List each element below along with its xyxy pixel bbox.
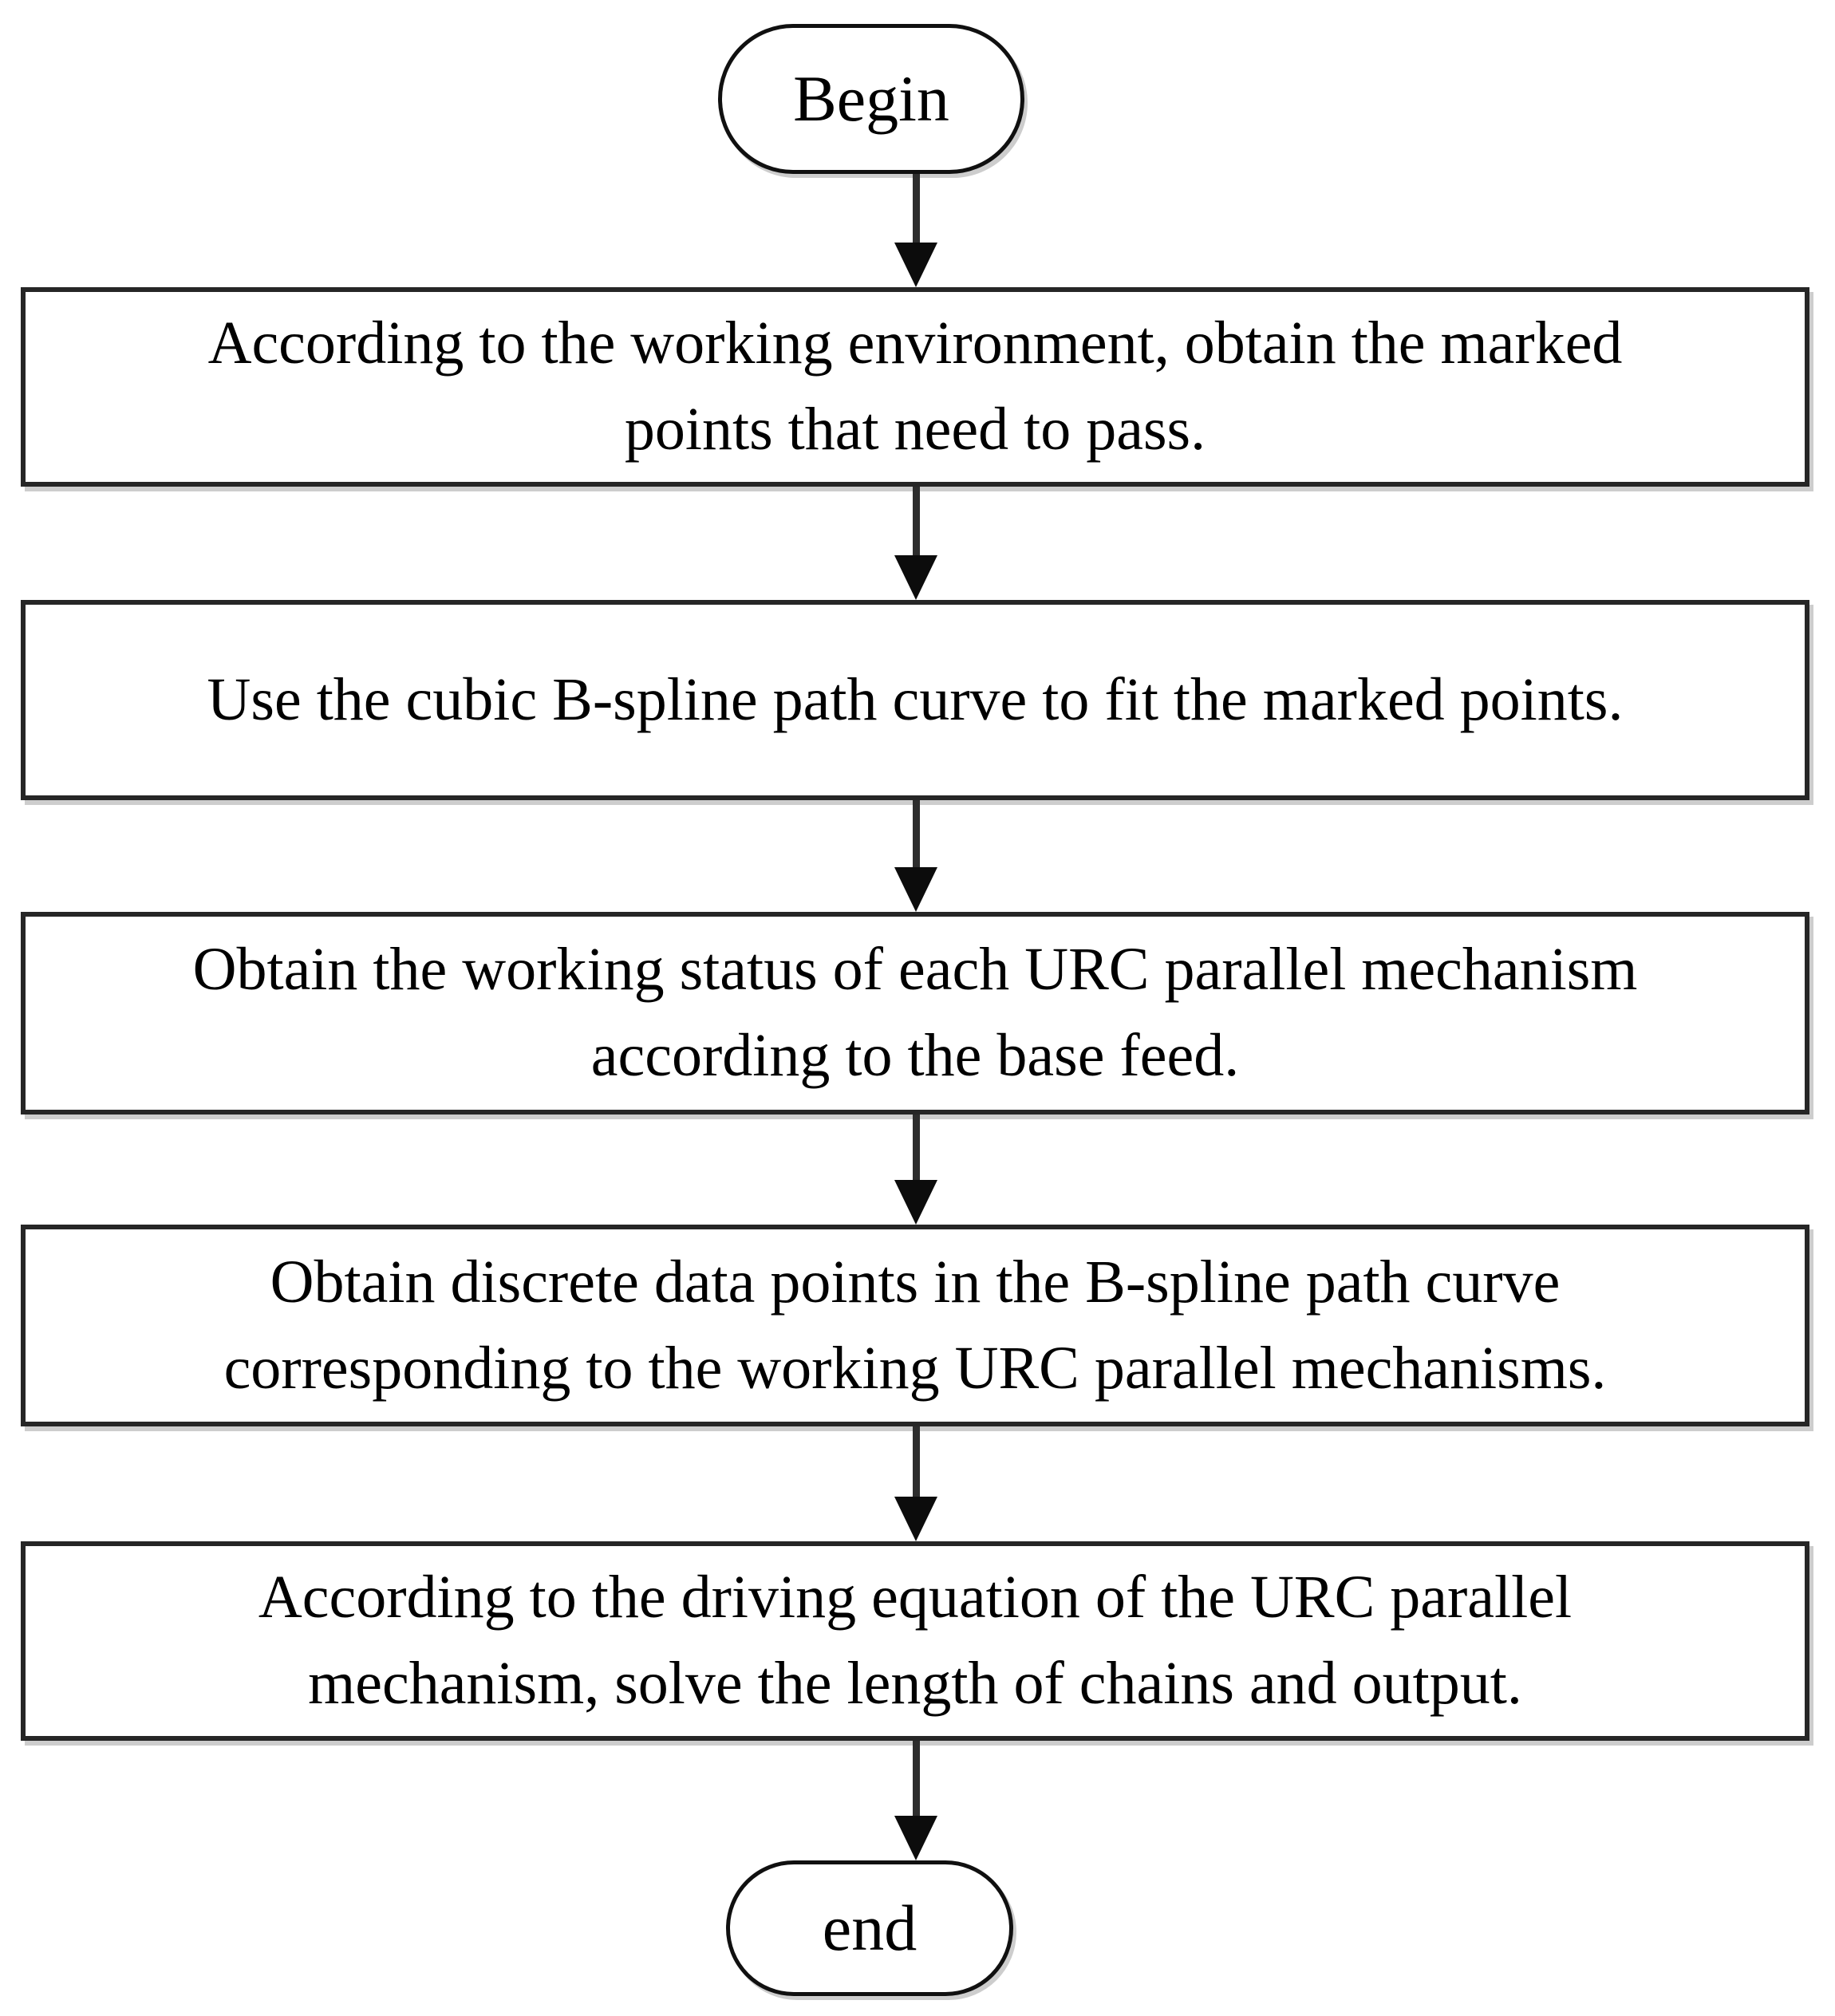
arrow-stem — [912, 1741, 920, 1817]
process-step-1-line-2: points that need to pass. — [624, 396, 1206, 463]
arrow-stem — [912, 1426, 920, 1498]
process-step-4: Obtain discrete data points in the B-spl… — [21, 1225, 1809, 1426]
arrow-head-icon — [894, 1180, 937, 1225]
process-step-2: Use the cubic B-spline path curve to fit… — [21, 600, 1809, 800]
process-step-1-line-1: According to the working environment, ob… — [207, 310, 1623, 377]
arrow-stem — [912, 800, 920, 869]
arrow-head-icon — [894, 867, 937, 912]
process-step-3-line-2: according to the base feed. — [590, 1022, 1240, 1089]
process-step-5: According to the driving equation of the… — [21, 1541, 1809, 1741]
arrow-head-icon — [894, 1497, 937, 1541]
flow-arrow-5 — [894, 1426, 938, 1541]
flow-arrow-2 — [894, 487, 938, 600]
process-step-5-line-1: According to the driving equation of the… — [258, 1564, 1573, 1631]
arrow-head-icon — [894, 1816, 937, 1860]
process-step-4-line-1: Obtain discrete data points in the B-spl… — [270, 1248, 1561, 1316]
process-step-3: Obtain the working status of each URC pa… — [21, 912, 1809, 1115]
process-step-2-line-1: Use the cubic B-spline path curve to fit… — [207, 665, 1624, 733]
process-step-1: According to the working environment, ob… — [21, 287, 1809, 487]
start-terminator-node: Begin — [718, 24, 1024, 174]
start-terminator-label: Begin — [793, 62, 949, 135]
flow-arrow-1 — [894, 174, 938, 287]
arrow-stem — [912, 487, 920, 557]
flow-arrow-4 — [894, 1115, 938, 1225]
arrow-stem — [912, 1115, 920, 1182]
end-terminator-node: end — [726, 1860, 1013, 1996]
process-step-5-line-2: mechanism, solve the length of chains an… — [308, 1650, 1522, 1717]
flow-arrow-6 — [894, 1741, 938, 1860]
arrow-stem — [912, 174, 920, 244]
process-step-3-line-1: Obtain the working status of each URC pa… — [192, 936, 1638, 1004]
process-step-4-line-2: corresponding to the working URC paralle… — [223, 1334, 1607, 1402]
arrow-head-icon — [894, 555, 937, 600]
end-terminator-label: end — [822, 1892, 917, 1964]
arrow-head-icon — [894, 243, 937, 287]
flow-arrow-3 — [894, 800, 938, 912]
